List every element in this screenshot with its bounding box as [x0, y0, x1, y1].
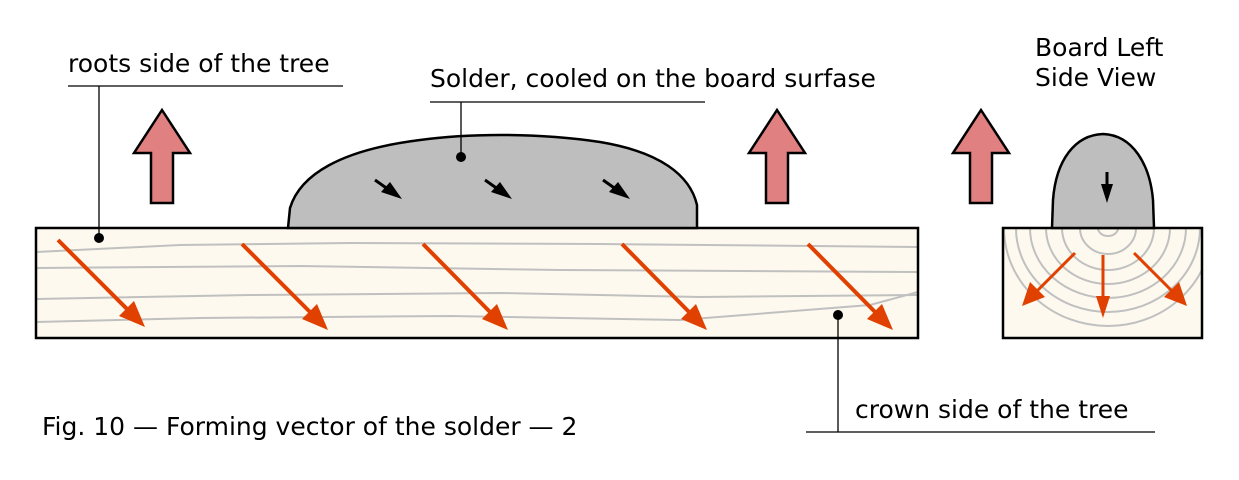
black-arrow-icon: [602, 178, 630, 199]
up-arrow-icon: [746, 107, 808, 205]
vector-arrow-icon: [1022, 251, 1077, 306]
up-arrow-icon: [950, 107, 1012, 205]
solder-blob: [286, 133, 699, 230]
vector-arrow-icon: [240, 242, 328, 330]
roots-label: roots side of the tree: [68, 49, 330, 78]
figure-caption: Fig. 10 — Forming vector of the solder —…: [42, 412, 577, 441]
vector-arrow-icon: [806, 242, 893, 330]
vector-arrow-icon: [56, 238, 145, 327]
vector-arrow-icon: [421, 242, 508, 330]
vector-arrows: [56, 238, 1187, 330]
up-arrow-icon: [131, 107, 193, 205]
side-view-label-2: Side View: [1035, 63, 1156, 92]
solder-arrows: [374, 172, 1113, 203]
vector-arrow-icon: [1096, 255, 1110, 318]
vector-arrow-icon: [1132, 251, 1187, 306]
black-arrow-icon: [484, 178, 512, 199]
solder-side-blob: [1050, 132, 1156, 230]
leader-dots: [94, 152, 843, 320]
leader-lines: [68, 85, 1155, 433]
black-arrow-icon: [374, 178, 402, 199]
board-side-view: [1001, 132, 1204, 340]
wood-grain: [36, 241, 918, 323]
dot-marker: [94, 233, 104, 243]
black-arrow-icon: [1101, 172, 1113, 203]
dot-marker: [456, 152, 466, 162]
vector-arrow-icon: [620, 242, 707, 330]
up-arrows: [131, 107, 1012, 205]
dot-marker: [833, 310, 843, 320]
solder-label: Solder, cooled on the board surfase: [430, 64, 876, 93]
board-front-view: [34, 226, 920, 340]
side-view-label-1: Board Left: [1035, 33, 1164, 62]
crown-label: crown side of the tree: [855, 395, 1129, 424]
